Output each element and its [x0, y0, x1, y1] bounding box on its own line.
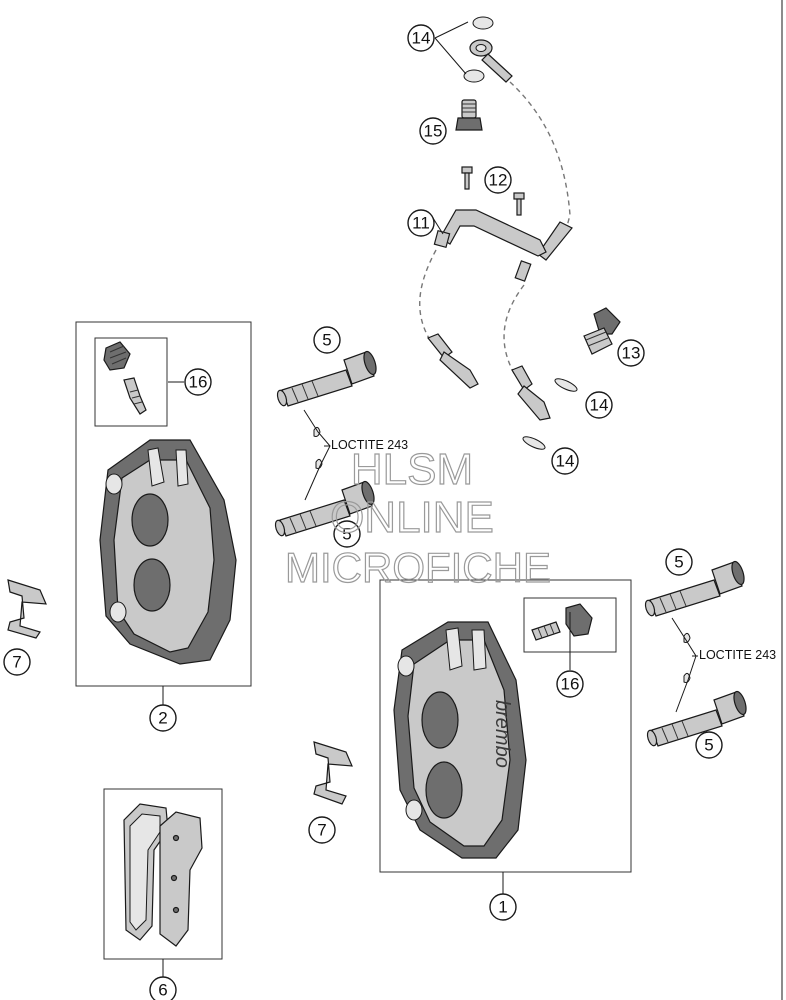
bleeder-fitting-16-right: [531, 603, 593, 641]
brake-line-distributor-11: [419, 209, 547, 376]
svg-text:5: 5: [674, 553, 683, 572]
callout-16-right: 16: [556, 670, 584, 698]
callout-5-center-upper: 5: [313, 326, 341, 354]
callout-16-left: 16: [184, 368, 212, 396]
watermark-line-2: ONLINE: [330, 493, 494, 542]
svg-text:5: 5: [704, 736, 713, 755]
svg-text:14: 14: [556, 452, 575, 471]
caliper-bolt-5-right-upper: [644, 560, 745, 617]
bleeder-fitting-16-left: [103, 341, 147, 415]
loctite-drop-right-lower: [683, 672, 691, 683]
callout-14-mid: 14: [585, 391, 613, 419]
svg-text:16: 16: [561, 675, 580, 694]
brake-pads-6: [123, 803, 203, 947]
brake-hose-upper: [463, 16, 573, 261]
svg-text:16: 16: [189, 373, 208, 392]
caliper-bolt-5-upper: [276, 350, 377, 407]
svg-text:11: 11: [412, 214, 430, 233]
brake-caliper-2: [99, 439, 237, 665]
svg-text:7: 7: [317, 821, 326, 840]
washer-14-top-lower: [463, 69, 485, 83]
callout-5-right-upper: 5: [665, 548, 693, 576]
callout-2: 2: [149, 704, 177, 732]
brake-caliper-1: brembo: [393, 621, 527, 859]
callout-14-top: 14: [407, 24, 435, 52]
loctite-drop-left-upper: [313, 426, 321, 437]
callout-7-center: 7: [308, 816, 336, 844]
callout-13: 13: [617, 339, 645, 367]
caliper-brand-logo: brembo: [491, 700, 513, 768]
callout-11: 11: [407, 209, 435, 237]
loctite-label-left: LOCTITE 243: [331, 438, 408, 452]
svg-text:14: 14: [412, 29, 431, 48]
washer-14-top-upper: [472, 16, 494, 30]
svg-text:14: 14: [590, 396, 609, 415]
caliper-bolt-5-lower: [274, 480, 375, 537]
pad-spring-7-left: [7, 579, 47, 639]
svg-text:15: 15: [424, 122, 443, 141]
brake-hose-left: [427, 333, 479, 389]
banjo-bolt-15: [455, 99, 483, 131]
watermark-line-1: HLSM: [351, 445, 473, 494]
svg-text:2: 2: [158, 709, 167, 728]
pad-spring-7-center: [313, 741, 353, 805]
callout-5-right-lower: 5: [695, 731, 723, 759]
callout-14-low: 14: [551, 447, 579, 475]
loctite-drop-left-lower: [315, 458, 323, 469]
callout-15: 15: [419, 117, 447, 145]
banjo-bolt-13: [583, 307, 621, 355]
callout-1: 1: [489, 893, 517, 921]
washer-14-mid: [554, 378, 578, 392]
bleeder-16-left-box: [94, 337, 168, 427]
svg-text:1: 1: [498, 898, 507, 917]
loctite-label-right: LOCTITE 243: [699, 648, 776, 662]
washer-14-low: [522, 436, 546, 450]
svg-text:6: 6: [158, 981, 167, 1000]
brake-hose-right: [511, 365, 551, 421]
screw-12-pair: [461, 166, 525, 216]
loctite-drop-right-upper: [683, 632, 691, 643]
svg-text:13: 13: [622, 344, 641, 363]
callout-5-center-lower: 5: [333, 520, 361, 548]
svg-text:12: 12: [489, 171, 508, 190]
svg-text:5: 5: [342, 525, 351, 544]
svg-text:7: 7: [12, 653, 21, 672]
caliper-bolt-5-right-lower: [646, 690, 747, 747]
callout-7-left: 7: [3, 648, 31, 676]
callout-6: 6: [149, 976, 177, 1000]
svg-text:5: 5: [322, 331, 331, 350]
watermark-line-3: MICROFICHE: [285, 544, 551, 591]
callout-12: 12: [484, 166, 512, 194]
caliper-1-group-box: [379, 579, 632, 873]
